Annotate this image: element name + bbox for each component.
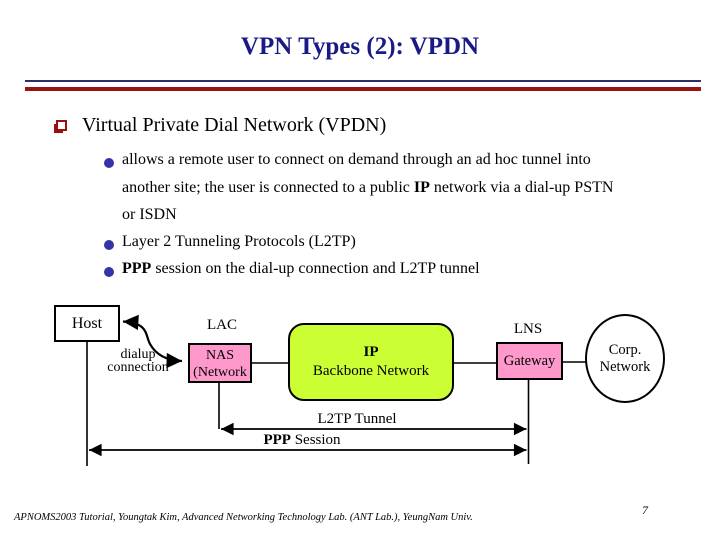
title-rule-red — [25, 87, 701, 91]
nas-node: NAS (Network — [188, 343, 252, 383]
nas-label-line-2: (Network — [193, 365, 247, 380]
slide-title: VPN Types (2): VPDN — [240, 33, 480, 60]
bullet-1-line-2-bold: IP — [413, 178, 430, 196]
circle-bullet-icon — [104, 158, 114, 168]
bullet-3-rest: session on the dial-up connection and L2… — [151, 260, 480, 277]
circle-bullet-icon — [104, 267, 114, 277]
title-rule-navy — [25, 80, 701, 82]
bullet-1-line-3: or ISDN — [122, 206, 177, 223]
bullet-2-text: Layer 2 Tunneling Protocols (L2TP) — [122, 233, 356, 250]
page-number: 7 — [642, 503, 648, 517]
backbone-label-line-1: IP — [363, 344, 379, 360]
corp-network-node: Corp. Network — [585, 314, 665, 403]
host-node: Host — [54, 305, 120, 342]
dialup-label-line-2: connection — [107, 360, 169, 375]
gateway-node: Gateway — [496, 342, 563, 380]
dialup-connection-label: dialup connection — [98, 347, 178, 375]
bullet-3-bold: PPP — [122, 260, 152, 277]
ppp-session-label-bold: PPP — [263, 432, 291, 448]
bullet-1-line-1: allows a remote user to connect on deman… — [122, 151, 591, 168]
bullet-1-line-2: another site; the user is connected to a… — [122, 174, 707, 202]
ppp-session-label-rest: Session — [290, 432, 341, 448]
section-heading: Virtual Private Dial Network (VPDN) — [82, 114, 387, 136]
l2tp-tunnel-label: L2TP Tunnel — [317, 411, 397, 427]
lac-label: LAC — [207, 317, 237, 333]
square-bullet-icon — [56, 120, 67, 131]
circle-bullet-icon — [104, 240, 114, 250]
bullet-3-text: PPP session on the dial-up connection an… — [122, 260, 480, 278]
ip-backbone-node: IP Backbone Network — [288, 323, 454, 401]
bullet-1-text: allows a remote user to connect on deman… — [122, 146, 707, 229]
dialup-label-line-1: dialup — [120, 347, 156, 362]
nas-label-line-1: NAS — [205, 348, 234, 363]
bullet-1-line-2-post: network via a dial-up PSTN — [429, 178, 614, 196]
bullet-1-line-2-pre: another site; the user is connected to a… — [122, 178, 414, 196]
ppp-session-label: PPP Session — [227, 432, 377, 449]
corp-label-line-2: Network — [599, 358, 651, 375]
corp-label-line-1: Corp. — [608, 341, 642, 358]
backbone-label-line-2: Backbone Network — [312, 363, 430, 379]
lns-label: LNS — [513, 321, 543, 337]
footer-credit: APNOMS2003 Tutorial, Youngtak Kim, Advan… — [14, 512, 473, 523]
